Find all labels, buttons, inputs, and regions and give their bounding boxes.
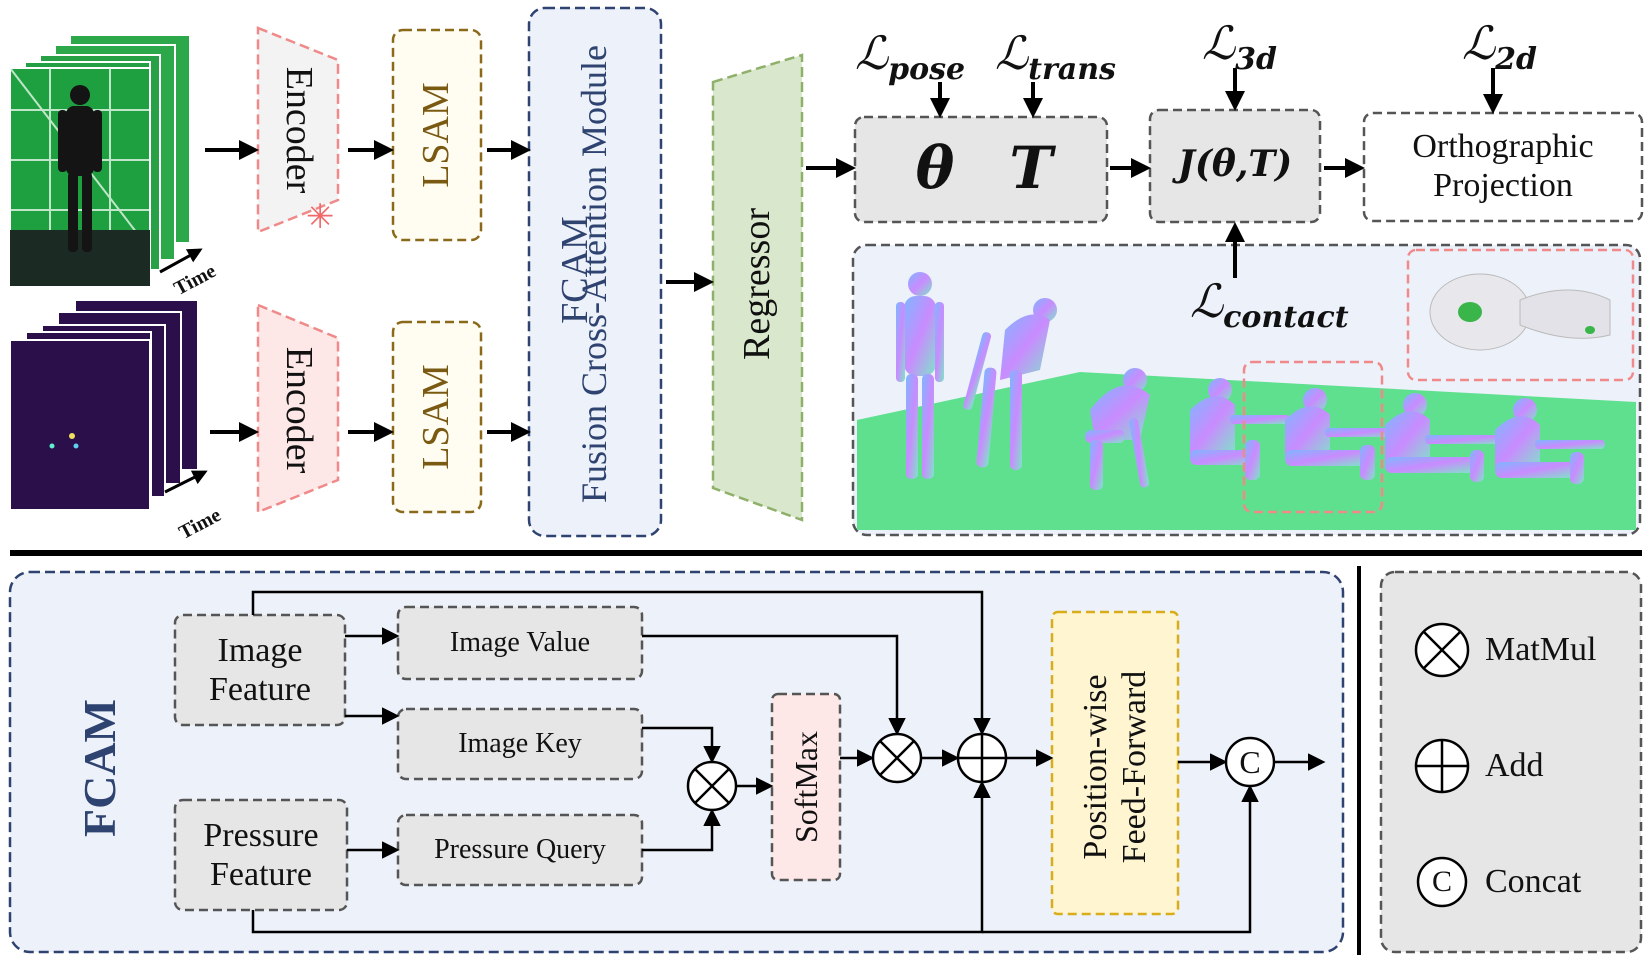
body-sequence (896, 272, 1605, 490)
render-panel (851, 243, 1642, 537)
encoder-pressure-label: Encoder (277, 346, 320, 474)
legend-concat-symbol: C (1431, 864, 1452, 898)
rgb-frame-stack (9, 34, 203, 287)
lsam-pressure (391, 320, 483, 514)
image-value-label: Image Value (449, 626, 591, 658)
projection-box (1362, 111, 1644, 223)
person-photo (58, 85, 102, 252)
pressure-query-label: Pressure Query (434, 833, 606, 865)
legend-matmul-label: MatMul (1485, 631, 1597, 669)
add-legend-icon (1414, 738, 1470, 794)
matmul-v-op (871, 732, 923, 784)
contact-body-view (1429, 273, 1611, 351)
loss-2d: ℒ2d (1462, 16, 1537, 77)
top-arrows (205, 68, 1503, 442)
matmul-qk-op (686, 760, 738, 812)
ffn-label: Position-wise Feed-Forward (1076, 670, 1153, 864)
legend-add-label: Add (1485, 747, 1544, 785)
image-feature-label: Image Feature (209, 631, 311, 708)
loss-pose: ℒpose (855, 26, 966, 87)
frozen-icon: ✳ (306, 197, 335, 237)
loss-trans: ℒtrans (995, 26, 1116, 87)
loss-3d: ℒ3d (1202, 16, 1277, 77)
regressor-block (711, 53, 804, 522)
image-feature-box (173, 613, 347, 727)
pressure-feature-label: Pressure Feature (203, 816, 319, 893)
concat-op-symbol: C (1239, 743, 1261, 780)
lsam-pressure-label: LSAM (415, 364, 458, 470)
legend-concat-label: Concat (1485, 863, 1582, 901)
theta-symbol: θ (915, 133, 955, 202)
image-key-box (396, 707, 644, 781)
projection-label: Orthographic Projection (1412, 127, 1594, 204)
regressor-label: Regressor (736, 208, 779, 360)
matmul-legend-icon (1414, 622, 1470, 678)
softmax-label: SoftMax (787, 731, 824, 843)
concat-legend-icon (1416, 856, 1468, 908)
fcam-title: FCAM (554, 216, 597, 324)
highlight-frame (1242, 360, 1384, 514)
joint-function: J(θ,T) (1177, 143, 1293, 186)
lsam-rgb-label: LSAM (415, 82, 458, 188)
pressure-feature-box (173, 798, 349, 912)
fcam-arrows (251, 590, 1326, 934)
pressure-frame-stack (9, 299, 208, 511)
fcam-detail-title: FCAM (73, 699, 125, 837)
image-key-label: Image Key (458, 727, 582, 759)
theta-t-box (853, 115, 1109, 224)
loss-contact: ℒcontact (1190, 274, 1349, 335)
encoder-pressure (256, 303, 340, 514)
fcam-block (527, 6, 663, 538)
lsam-rgb (391, 28, 483, 242)
add-op (956, 732, 1008, 784)
encoder-rgb (256, 26, 340, 234)
translation-symbol: T (1009, 133, 1053, 202)
encoder-rgb-label: Encoder (277, 66, 320, 194)
